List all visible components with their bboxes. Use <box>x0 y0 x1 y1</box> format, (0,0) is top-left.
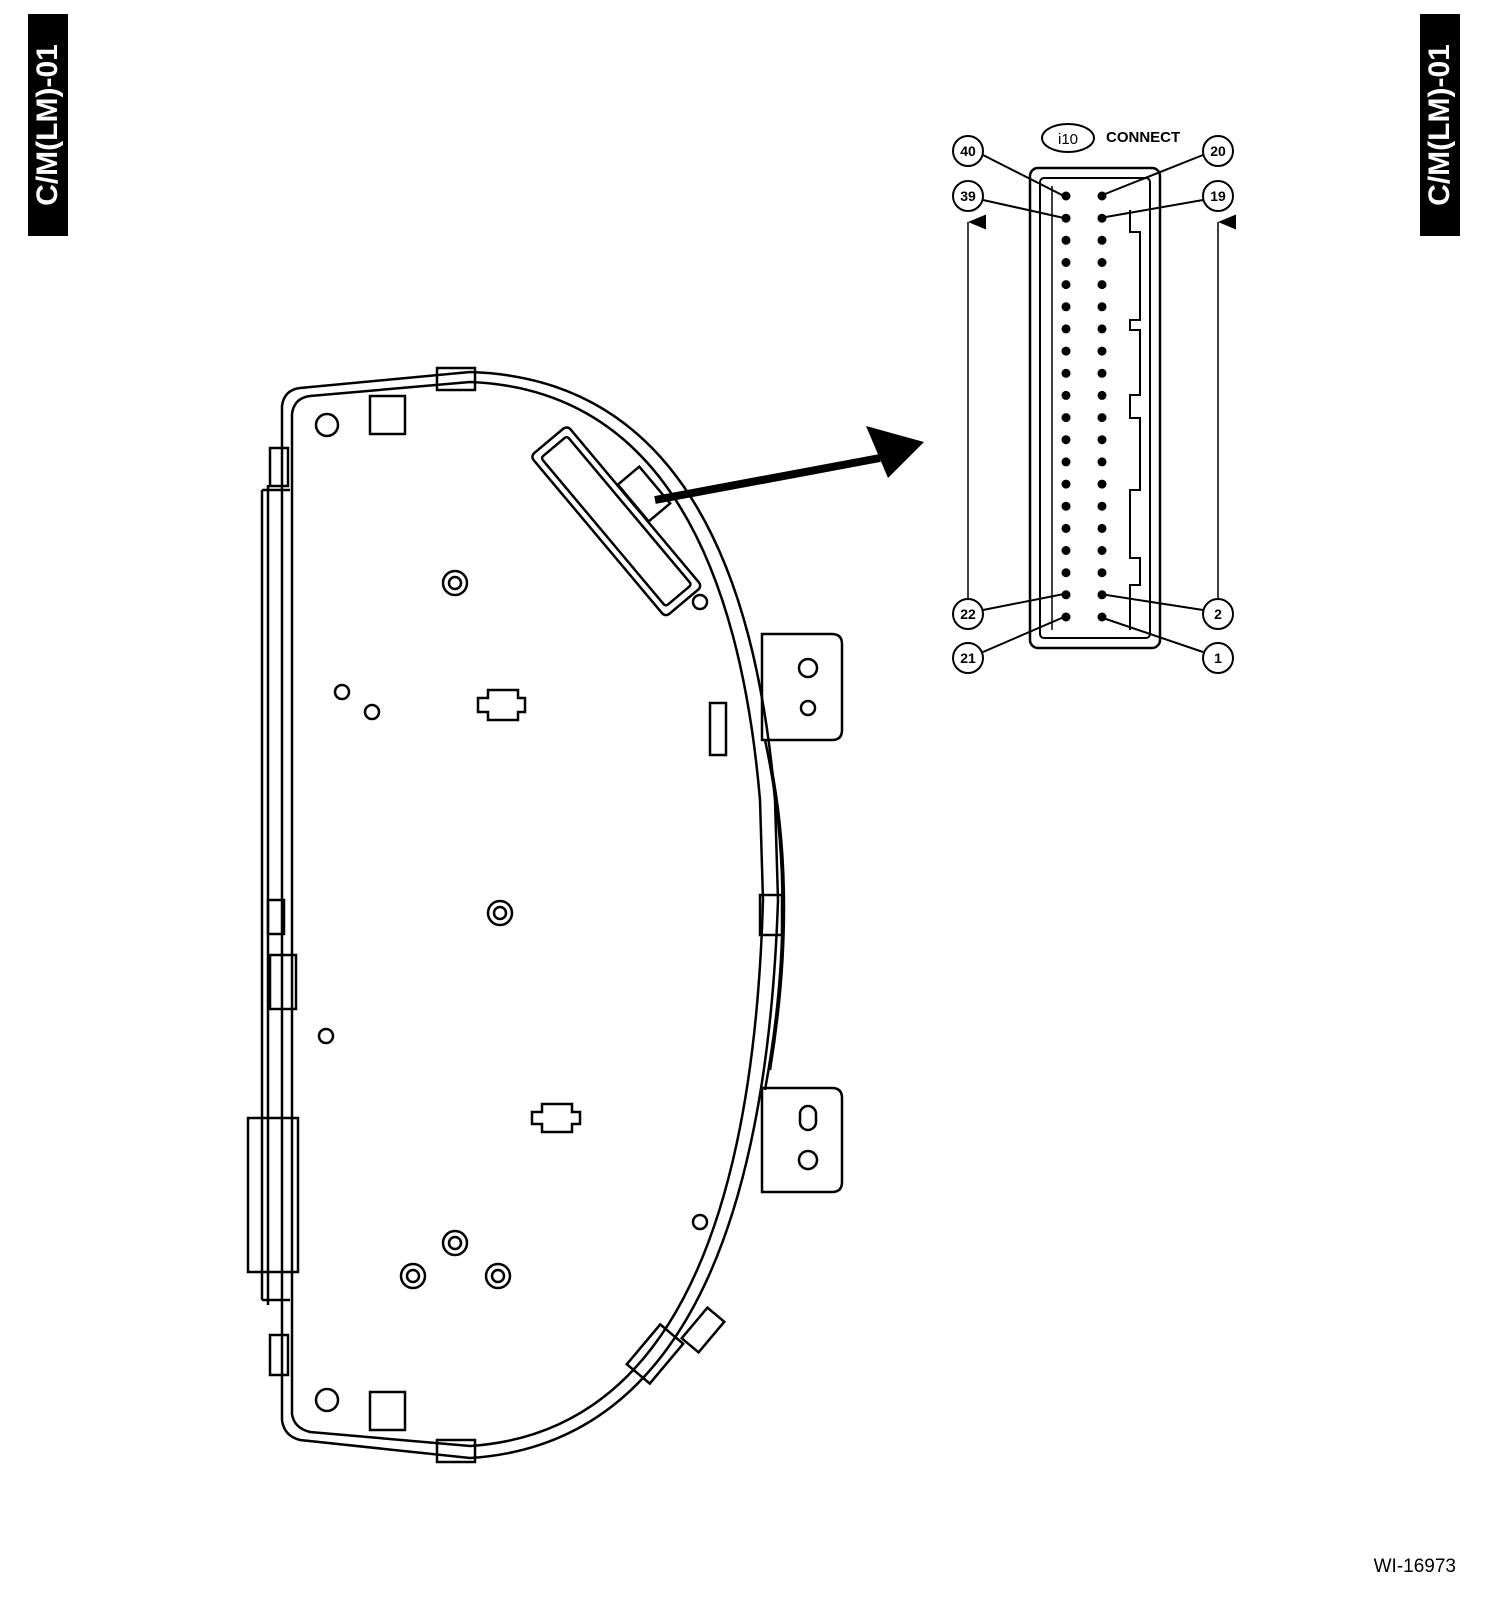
connector-pin <box>1097 235 1107 245</box>
clip-left-4 <box>246 1116 300 1274</box>
clip-left-2 <box>266 898 286 936</box>
connector-pin <box>1061 413 1071 423</box>
section-tab-left: C/M(LM)-01 <box>28 14 68 236</box>
pin-label-20: 20 <box>1210 143 1226 159</box>
clip-bottom <box>435 1438 477 1464</box>
connector-pin <box>1061 280 1071 290</box>
connector-pin <box>1061 324 1071 334</box>
clip-left-1 <box>268 446 290 488</box>
connector-pin <box>1097 523 1107 533</box>
pin-label-40: 40 <box>960 143 976 159</box>
connector-pin <box>1061 346 1071 356</box>
pin-label-21: 21 <box>960 650 976 666</box>
connector-pin <box>1061 568 1071 578</box>
small-connector <box>476 688 527 722</box>
clip-left-5 <box>268 1333 290 1377</box>
connector-pin <box>1061 523 1071 533</box>
pointer-arrow <box>654 426 924 504</box>
connector-pin <box>1061 501 1071 511</box>
connector-pin <box>1061 368 1071 378</box>
bracket-upper <box>760 632 844 742</box>
connector-pin-grid <box>1061 191 1107 622</box>
clip-top <box>435 366 477 392</box>
connector-pin <box>1097 346 1107 356</box>
connector-pin <box>1097 546 1107 555</box>
section-tab-right: C/M(LM)-01 <box>1420 14 1460 236</box>
connector-pin <box>1061 213 1071 223</box>
meter-inner-outline <box>290 380 765 1448</box>
screw-hole <box>314 1387 340 1413</box>
connector-pin <box>1097 302 1107 312</box>
connector-pin <box>1061 612 1071 622</box>
meter-outer-outline <box>280 370 780 1460</box>
connector-pin <box>1097 435 1107 445</box>
clip-left-3 <box>268 953 298 1011</box>
connector-pin <box>1097 368 1107 378</box>
connector-pin <box>1061 258 1071 267</box>
connector-pin <box>1061 302 1071 312</box>
connector-pin <box>1061 479 1071 489</box>
connector-pin <box>1097 457 1107 467</box>
figure-code: WI-16973 <box>1373 1556 1456 1577</box>
pin-label-19: 19 <box>1210 188 1226 204</box>
connector-pin <box>1097 479 1107 489</box>
connector-label: CONNECT <box>1106 129 1180 146</box>
connector-housing <box>1028 166 1162 650</box>
connector-pin <box>1097 568 1107 578</box>
connector-pin <box>1097 280 1107 290</box>
screw-hole <box>314 412 340 438</box>
connector-detail: i10 CONNECT 40 39 22 21 <box>952 123 1236 674</box>
connector-pin <box>1097 501 1107 511</box>
clip-diag-lower <box>625 1322 685 1386</box>
clip-right-slot <box>708 701 728 757</box>
meter-connector-socket <box>531 426 702 617</box>
pin-label-1: 1 <box>1214 650 1222 666</box>
meter-body <box>246 366 844 1464</box>
connector-pin <box>1061 235 1071 245</box>
small-connector <box>530 1102 582 1134</box>
connector-pin <box>1097 390 1107 400</box>
connector-pin <box>1097 258 1107 267</box>
connector-pin <box>1061 390 1071 400</box>
pin-label-2: 2 <box>1214 606 1222 622</box>
connector-id-badge <box>1041 123 1095 153</box>
clip-top-left <box>368 394 407 436</box>
connector-pin <box>1097 413 1107 423</box>
bracket-lower <box>760 1086 844 1194</box>
connector-pin <box>1061 457 1071 467</box>
clip-right-mid <box>758 893 784 937</box>
connector-pin <box>1061 191 1071 201</box>
connector-pin <box>1061 590 1071 600</box>
connector-pin <box>1061 546 1071 555</box>
connector-keyway <box>1129 210 1141 630</box>
connector-pin <box>1061 435 1071 445</box>
pin-label-22: 22 <box>960 606 976 622</box>
connector-pin <box>1097 324 1107 334</box>
connector-id: i10 <box>1058 131 1078 148</box>
pin-label-39: 39 <box>960 188 976 204</box>
